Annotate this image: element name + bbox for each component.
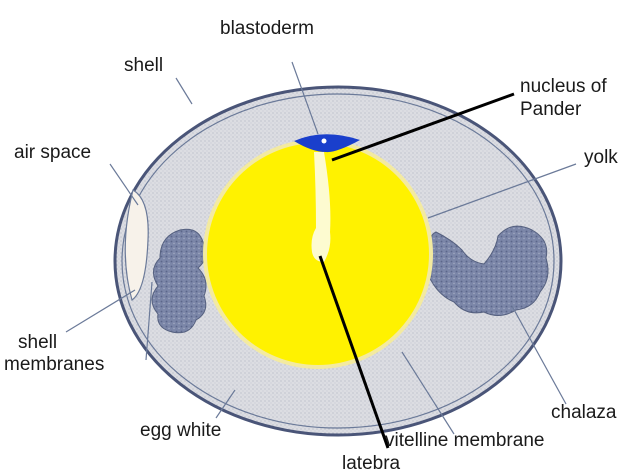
- label-nucleus-of-pander-line2: Pander: [520, 99, 582, 120]
- label-shell: shell: [124, 55, 163, 76]
- leader-air-space: [110, 164, 138, 205]
- label-latebra: latebra: [342, 453, 401, 474]
- label-blastoderm: blastoderm: [220, 18, 314, 39]
- label-air-space: air space: [14, 142, 91, 163]
- label-nucleus-of-pander-line1: nucleus of: [520, 76, 607, 97]
- blastoderm-spot: [322, 139, 327, 144]
- label-yolk: yolk: [584, 147, 618, 168]
- leader-shell: [176, 78, 192, 104]
- label-vitelline-membrane: vitelline membrane: [385, 430, 544, 451]
- label-egg-white: egg white: [140, 420, 221, 441]
- label-shell-membranes-line2: membranes: [4, 354, 104, 375]
- label-shell-membranes-line1: shell: [18, 332, 57, 353]
- label-chalaza: chalaza: [551, 402, 617, 423]
